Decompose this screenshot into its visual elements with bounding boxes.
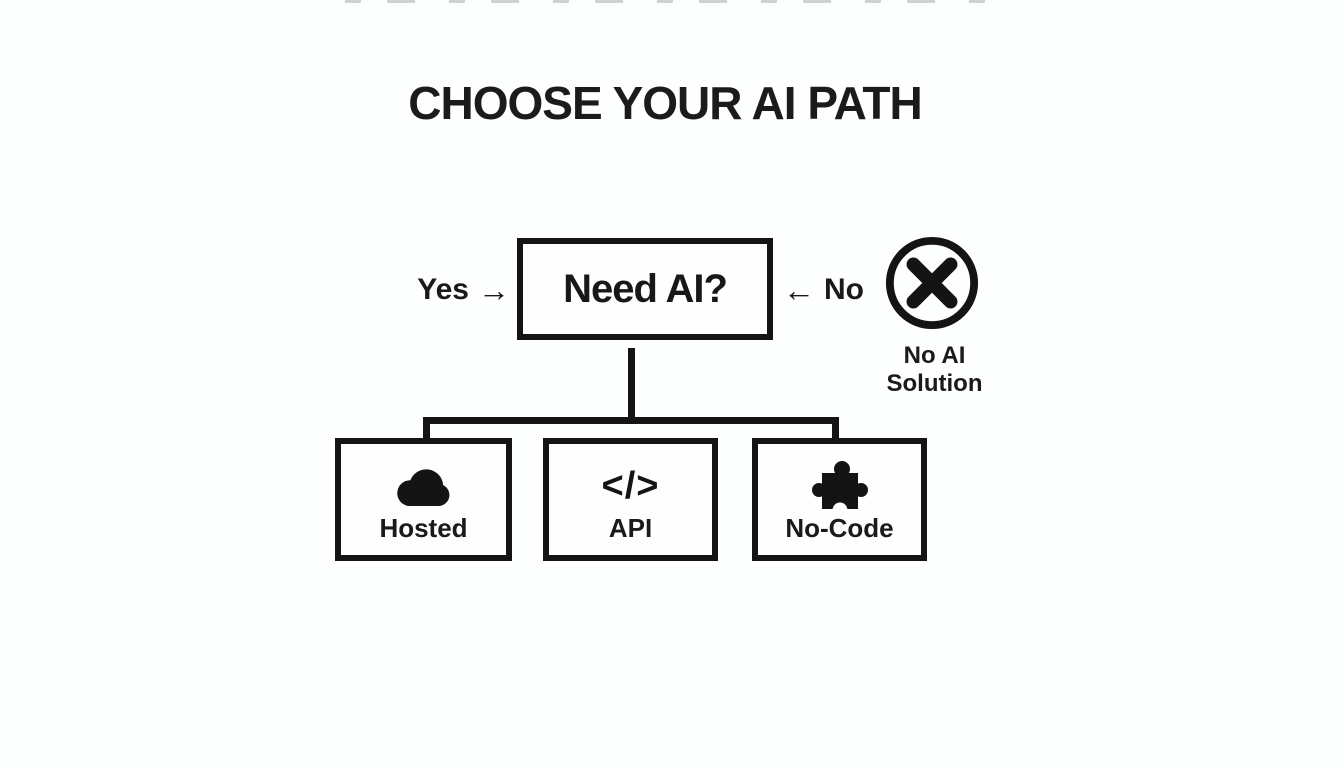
api-icon-slot: </> — [602, 460, 660, 512]
no-ai-solution-label: No AI Solution — [862, 342, 1007, 398]
arrow-left-icon: ← — [783, 272, 815, 308]
connector-drop-left — [423, 417, 430, 438]
cloud-icon — [396, 469, 449, 507]
decision-box: Need AI? — [517, 238, 773, 340]
no-label: No — [824, 273, 864, 306]
no-ai-line1: No AI — [903, 342, 966, 369]
hosted-icon-slot — [392, 460, 456, 512]
code-icon: </> — [601, 465, 660, 507]
no-ai-line2: Solution — [886, 370, 983, 397]
circled-x-icon — [885, 236, 979, 330]
branch-label-no: ← No — [783, 270, 864, 310]
yes-label: Yes — [417, 273, 469, 306]
cropped-text-artifact — [345, 0, 1005, 3]
option-box-nocode: No-Code — [752, 438, 927, 561]
nocode-icon-slot — [809, 460, 871, 516]
option-box-hosted: Hosted — [335, 438, 512, 561]
arrow-right-icon: → — [478, 272, 510, 308]
page-title: CHOOSE YOUR AI PATH — [408, 77, 922, 129]
connector-vertical-line — [628, 348, 635, 418]
connector-horizontal-line — [423, 417, 839, 424]
option-box-api: </> API — [543, 438, 718, 561]
option-label: No-Code — [785, 513, 894, 543]
decision-label: Need AI? — [563, 266, 728, 311]
puzzle-icon — [811, 461, 868, 516]
connector-drop-right — [832, 417, 839, 438]
option-label: Hosted — [379, 513, 468, 543]
branch-label-yes: Yes → — [398, 270, 510, 310]
option-label: API — [608, 513, 653, 543]
